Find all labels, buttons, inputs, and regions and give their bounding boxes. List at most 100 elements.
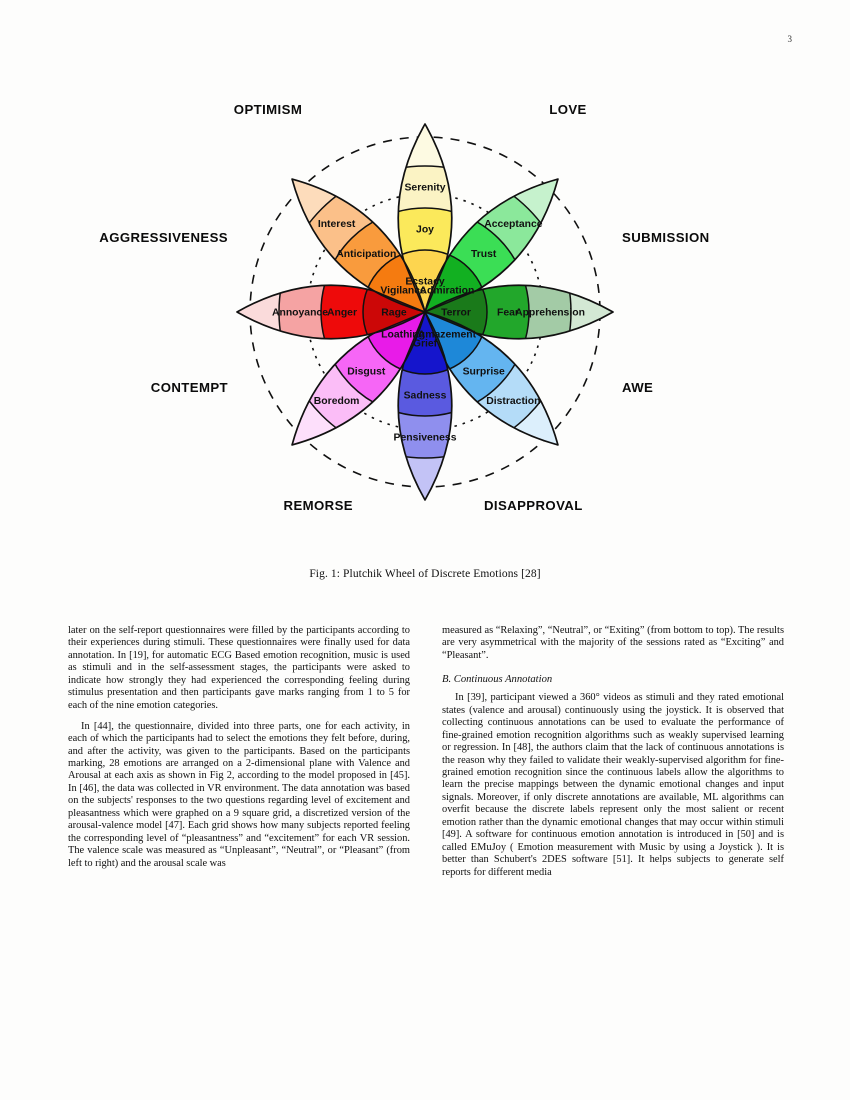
sadness-petal-wedge-edge <box>424 312 452 486</box>
body-paragraph: later on the self-report questionnaires … <box>68 625 410 711</box>
disgust-petal-outline <box>291 311 426 446</box>
anger-petal-level-1 <box>362 288 425 336</box>
emotion-label-grief: Grief <box>413 339 438 350</box>
left-column: later on the self-report questionnaires … <box>68 625 410 1070</box>
emotion-label-interest: Interest <box>318 219 356 230</box>
sadness-petal-ring-divider <box>398 446 452 459</box>
fear-petal <box>424 284 614 340</box>
right-column: measured as “Relaxing”, “Neutral”, or “E… <box>442 625 784 1070</box>
anger-petal-level-4 <box>237 285 291 339</box>
emotion-label-apprehension: Apprehension <box>515 308 585 319</box>
emotion-label-surprise: Surprise <box>463 366 505 377</box>
dyad-disapproval: DISAPPROVAL <box>484 498 583 513</box>
sadness-petal-ring-divider <box>400 368 450 375</box>
fear-petal-wedge-edge <box>425 285 599 313</box>
emotion-label-fear: Fear <box>497 308 519 319</box>
surprise-petal-level-4 <box>480 367 558 445</box>
wheel-dyad-labels: OPTIMISM LOVE SUBMISSION AWE DISAPPROVAL REMO… <box>99 102 709 513</box>
anticipation-petal-level-2 <box>328 215 402 289</box>
joy-petal-ring-divider <box>398 165 452 178</box>
sadness-petal-ring-divider <box>398 407 452 417</box>
anger-petal-ring-divider <box>362 287 369 337</box>
joy-petal-level-4 <box>398 124 452 178</box>
trust-petal-level-1 <box>425 254 483 312</box>
emotion-label-anger: Anger <box>327 308 357 319</box>
joy-petal-level-1 <box>401 249 449 312</box>
sadness-petal-level-2 <box>398 369 452 416</box>
emotion-label-vigilance: Vigilance <box>380 286 426 297</box>
emotion-label-trust: Trust <box>471 249 497 260</box>
joy-petal-level-2 <box>398 208 452 255</box>
emotion-label-pensiveness: Pensiveness <box>394 433 457 444</box>
sadness-petal-level-1 <box>401 312 449 375</box>
joy-petal-level-3 <box>398 165 452 216</box>
emotion-label-distraction: Distraction <box>486 396 540 407</box>
emotion-label-rage: Rage <box>381 308 407 319</box>
joy-petal-outline <box>397 123 453 313</box>
anger-petal-outline <box>236 284 426 340</box>
disgust-petal-level-4 <box>292 367 370 445</box>
sadness-petal-level-3 <box>398 408 452 459</box>
surprise-petal-level-1 <box>425 312 483 370</box>
joy-petal-ring-divider <box>398 207 452 217</box>
emotion-label-loathing: Loathing <box>381 330 425 341</box>
fear-petal-ring-divider <box>520 285 530 339</box>
anticipation-petal-level-4 <box>292 179 370 257</box>
sadness-petal-level-4 <box>398 446 452 500</box>
body-paragraph: measured as “Relaxing”, “Neutral”, or “E… <box>442 625 784 661</box>
trust-petal-level-4 <box>480 179 558 257</box>
emotion-label-disgust: Disgust <box>347 366 386 377</box>
disgust-petal-ring-divider <box>367 335 402 370</box>
emotion-label-boredom: Boredom <box>314 396 360 407</box>
dyad-awe: AWE <box>622 380 653 395</box>
fear-petal-ring-divider <box>559 285 572 339</box>
section-subheading: B. Continuous Annotation <box>442 674 553 686</box>
anger-petal-level-3 <box>278 285 329 339</box>
emotion-label-ecstacy: Ecstacy <box>405 277 445 288</box>
emotion-label-sadness: Sadness <box>404 391 447 402</box>
trust-petal-level-2 <box>448 215 522 289</box>
anticipation-petal-outline <box>291 178 426 313</box>
figure-caption: Fig. 1: Plutchik Wheel of Discrete Emoti… <box>309 568 541 580</box>
dyad-optimism: OPTIMISM <box>234 102 302 117</box>
surprise-petal-outline <box>424 311 559 446</box>
surprise-petal-ring-divider <box>448 335 483 370</box>
trust-petal-ring-divider <box>448 254 483 289</box>
page-number: 3 <box>787 34 793 44</box>
dyad-love: LOVE <box>549 102 587 117</box>
dyad-submission: SUBMISSION <box>622 230 710 245</box>
joy-petal-ring-divider <box>400 249 450 256</box>
surprise-petal-level-2 <box>448 335 522 409</box>
trust-petal-outline <box>424 178 559 313</box>
dyad-remorse: REMORSE <box>284 498 353 513</box>
emotion-label-amazement: Amazement <box>418 330 477 341</box>
fear-petal-level-4 <box>559 285 613 339</box>
emotion-label-acceptance: Acceptance <box>484 219 543 230</box>
emotion-label-annoyance: Annoyance <box>272 308 328 319</box>
emotion-label-admiration: Admiration <box>419 286 474 297</box>
disgust-petal-level-1 <box>367 312 425 370</box>
body-paragraph: In [44], the questionnaire, divided into… <box>68 720 410 869</box>
emotion-label-joy: Joy <box>416 225 434 236</box>
joy-petal <box>397 123 453 313</box>
emotion-label-anticipation: Anticipation <box>336 249 396 260</box>
fear-petal-ring-divider <box>481 287 488 337</box>
sadness-petal-outline <box>397 311 453 501</box>
anger-petal-ring-divider <box>320 285 330 339</box>
anger-petal-level-2 <box>321 285 368 339</box>
anger-petal-wedge-edge <box>251 311 425 339</box>
fear-petal-level-2 <box>482 285 529 339</box>
disgust-petal-level-2 <box>328 335 402 409</box>
body-columns: later on the self-report questionnaires … <box>68 625 784 1070</box>
dyad-aggressiveness: AGGRESSIVENESS <box>99 230 228 245</box>
anger-petal-ring-divider <box>278 285 291 339</box>
fear-petal-level-3 <box>521 285 572 339</box>
emotion-label-terror: Terror <box>441 308 471 319</box>
emotion-label-serenity: Serenity <box>404 183 445 194</box>
dyad-contempt: CONTEMPT <box>151 380 228 395</box>
anticipation-petal-ring-divider <box>367 254 402 289</box>
